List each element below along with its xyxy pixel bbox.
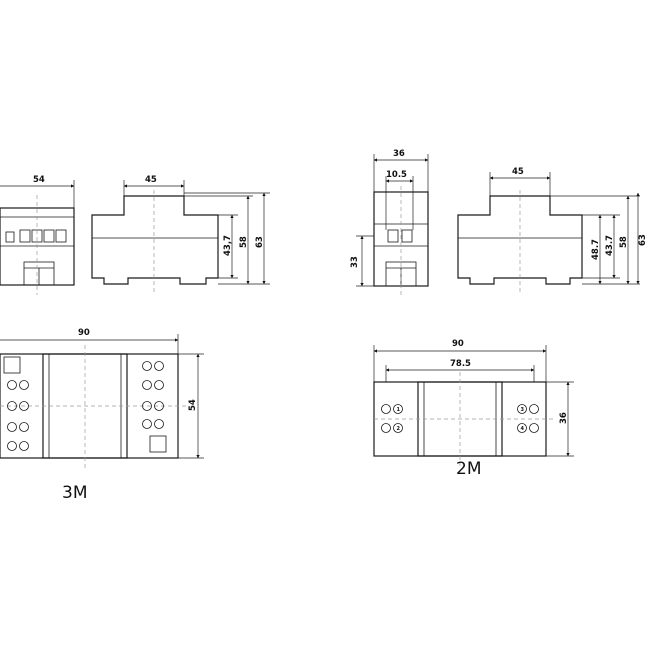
front-view-3m: 54 — [0, 175, 75, 295]
dim-2m-top-width: 90 — [452, 339, 464, 349]
top-view-2m: 90 78.5 1 2 3 4 36 2M — [373, 339, 574, 479]
dim-2m-top-depth: 36 — [559, 412, 569, 424]
terminal-number: 4 — [521, 426, 525, 432]
model-label-3m: 3M — [62, 483, 87, 503]
dim-2m-side-top-width: 45 — [512, 167, 524, 177]
dim-2m-front-height: 33 — [350, 256, 360, 268]
dim-2m-h4: 63 — [638, 234, 648, 246]
top-view-3m: 90 54 3M — [0, 328, 204, 503]
dim-2m-h3: 58 — [619, 236, 629, 248]
dim-3m-front-width: 54 — [33, 175, 45, 185]
dim-2m-h1: 48.7 — [591, 239, 601, 260]
side-view-2m: 45 48.7 43.7 58 63 — [457, 167, 648, 292]
model-label-2m: 2M — [456, 459, 481, 479]
terminal-number: 1 — [397, 407, 401, 413]
dim-3m-top-width: 90 — [78, 328, 90, 338]
terminal-number: 3 — [521, 407, 525, 413]
terminal-number: 2 — [397, 426, 401, 432]
dim-3m-h2: 58 — [239, 236, 249, 248]
dim-2m-h2: 43.7 — [605, 235, 615, 256]
dim-2m-terminal-pitch: 10.5 — [386, 170, 407, 180]
dim-2m-top-inner-width: 78.5 — [450, 359, 471, 369]
dim-3m-top-depth: 54 — [188, 399, 198, 411]
front-view-2m: 36 10.5 33 — [350, 149, 429, 295]
dim-3m-h1: 43,7 — [223, 235, 233, 256]
dim-3m-side-top-width: 45 — [145, 175, 157, 185]
dim-2m-front-width: 36 — [393, 149, 405, 159]
dim-3m-h3: 63 — [255, 236, 265, 248]
side-view-3m: 45 43,7 58 63 — [91, 175, 270, 292]
